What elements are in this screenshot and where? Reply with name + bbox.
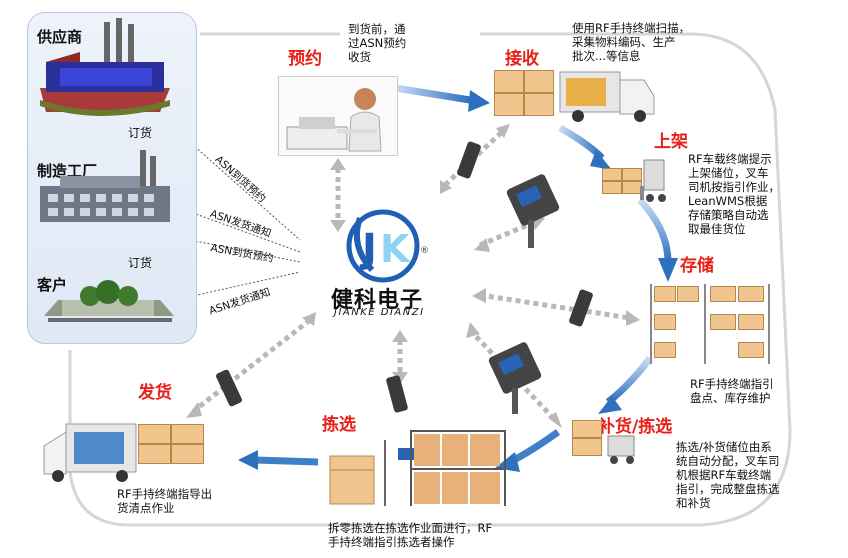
storage-rack — [650, 284, 770, 364]
supplier-label: 供应商 — [37, 28, 83, 46]
brand-name-cn: 健科电子 — [331, 288, 424, 313]
brand-name-en: JIANKE DIANZI — [334, 307, 425, 318]
step-pick-note: 拆零拣选在拣选作业面进行，RF 手持终端指引拣选者操作 — [328, 521, 493, 549]
rf-handheld-icon — [216, 369, 242, 407]
receive-pallet-boxes — [494, 70, 554, 116]
reservation-office-image — [278, 76, 398, 156]
svg-text:J: J — [359, 226, 377, 272]
rf-handheld-icon — [457, 141, 481, 179]
order-label-1: 订货 — [128, 126, 153, 140]
order-label-2: 订货 — [128, 256, 153, 270]
step-replenish-note: 拣选/补货储位由系 统自动分配，叉车司 机根据RF车载终端 指引，完成整盘拣选 … — [676, 440, 780, 510]
step-putaway-title: 上架 — [654, 132, 688, 152]
ship-pallet-boxes — [138, 424, 204, 464]
arrow-pick-ship — [254, 456, 319, 466]
rf-handheld-icon — [569, 289, 593, 327]
factory-label: 制造工厂 — [37, 162, 98, 180]
customer-label: 客户 — [37, 276, 68, 294]
step-storage-note: RF手持终端指引 盘点、库存维护 — [690, 377, 774, 405]
svg-text:K: K — [380, 227, 411, 271]
step-ship-note: RF手持终端指导出 货清点作业 — [117, 487, 213, 515]
step-ship-title: 发货 — [138, 383, 172, 403]
step-pick-title: 拣选 — [322, 415, 356, 435]
arrow-reserve-receive — [394, 84, 471, 104]
arrow-putaway-storage — [637, 197, 672, 263]
step-reserve-title: 预约 — [288, 49, 322, 69]
step-storage-title: 存储 — [680, 256, 714, 276]
step-replenish-title: 补货/拣选 — [598, 417, 673, 437]
replenish-boxes — [572, 420, 602, 456]
rf-handheld-icon — [386, 375, 408, 413]
step-receive-note: 使用RF手持终端扫描， 采集物料编码、生产 批次...等信息 — [572, 21, 691, 63]
step-putaway-note: RF车载终端提示 上架储位，叉车 司机按指引作业， LeanWMS根据 存储策略… — [688, 152, 780, 236]
rf-vehicle-terminal-icon — [488, 342, 542, 414]
step-receive-title: 接收 — [505, 49, 539, 69]
rf-vehicle-terminal-icon — [506, 174, 560, 248]
registered-mark: ® — [420, 246, 429, 256]
step-reserve-note: 到货前，通 过ASN预约 收货 — [348, 22, 407, 64]
putaway-boxes — [602, 168, 642, 194]
